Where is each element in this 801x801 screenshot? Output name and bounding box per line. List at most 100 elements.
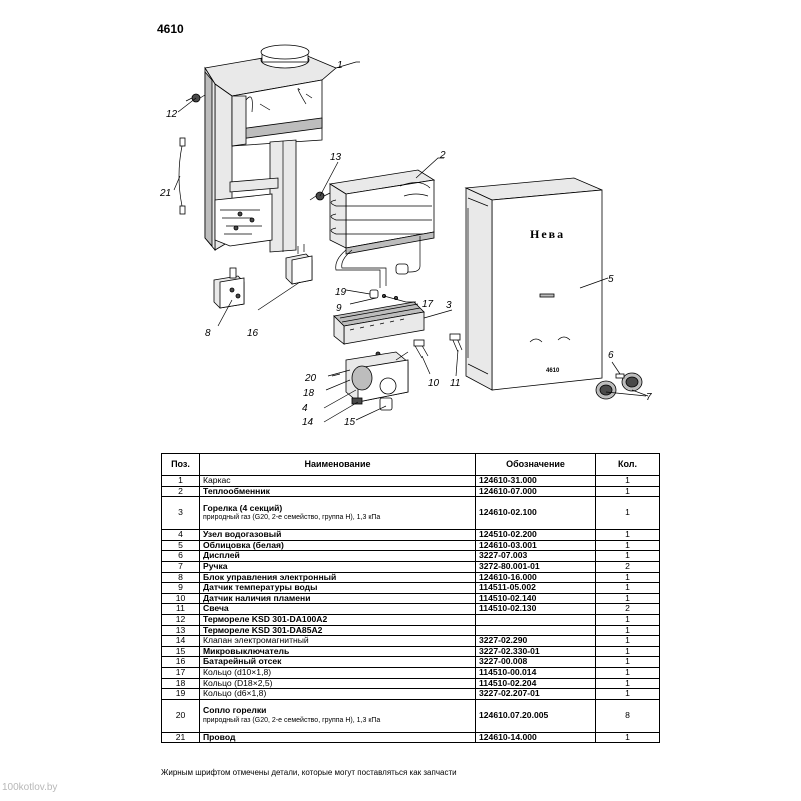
cell-code: 124610-03.001 (475, 539, 596, 552)
callout-14: 14 (302, 417, 314, 428)
cell-pos: 9 (161, 582, 200, 594)
cell-code (475, 613, 596, 626)
cell-name: Горелка (4 секций)природный газ (G20, 2-… (199, 496, 476, 531)
cell-pos: 18 (161, 677, 200, 690)
cell-qty: 1 (595, 656, 660, 668)
part-name: Свеча (203, 603, 229, 614)
cell-pos: 4 (161, 529, 200, 541)
cell-pos: 19 (161, 688, 200, 700)
cell-code (475, 624, 596, 637)
cell-pos: 8 (161, 571, 200, 584)
callout-21: 21 (159, 188, 171, 199)
cell-qty: 1 (595, 613, 660, 626)
cell-qty: 2 (595, 560, 660, 573)
callout-5: 5 (608, 274, 614, 285)
callout-labels: 1 2 3 4 5 6 7 8 9 10 11 12 13 14 15 16 1… (159, 60, 652, 428)
part-name: Теплообменник (203, 486, 270, 496)
cell-name: Кольцо (d10×1,8) (199, 666, 476, 679)
cell-code: 3227-02.330-01 (475, 645, 596, 658)
cell-pos: 13 (161, 624, 200, 637)
callout-13: 13 (330, 152, 342, 163)
cell-code: 3227-02.290 (475, 635, 596, 647)
cell-pos: 7 (161, 560, 200, 573)
cell-qty: 1 (595, 731, 660, 744)
cell-pos: 10 (161, 592, 200, 605)
wire-21 (178, 137, 186, 215)
cell-qty: 2 (595, 603, 660, 615)
cell-name: Термореле KSD 301-DA100A2 (199, 613, 476, 626)
callout-7: 7 (646, 392, 652, 403)
cell-name: Кольцо (D18×2,5) (199, 677, 476, 690)
control-unit-8 (213, 267, 245, 309)
part-name: Датчик температуры воды (203, 582, 318, 593)
cell-qty: 1 (595, 582, 660, 594)
callout-9: 9 (336, 303, 342, 314)
cell-name: Датчик наличия пламени (199, 592, 476, 605)
display-and-knobs (595, 372, 643, 400)
part-name: Облицовка (белая) (203, 540, 284, 550)
part-name: Сопло горелки (203, 705, 267, 716)
callout-12: 12 (166, 109, 178, 120)
cell-pos: 2 (161, 485, 200, 498)
header-name: Наименование (199, 453, 476, 476)
part-name: Термореле KSD 301-DA85A2 (203, 625, 323, 635)
part-name-note: природный газ (G20, 2-е семейство, групп… (203, 716, 381, 724)
cell-name: Клапан электромагнитный (199, 635, 476, 647)
cell-name: Дисплей (199, 550, 476, 562)
frame-part (204, 44, 337, 253)
cell-qty: 1 (595, 688, 660, 700)
part-name: Датчик наличия пламени (203, 593, 311, 603)
cell-pos: 15 (161, 645, 200, 658)
exploded-view-diagram: Нева 4610 1 2 (159, 44, 652, 428)
leader-lines (173, 61, 649, 423)
callout-3: 3 (446, 300, 452, 311)
callout-17: 17 (422, 299, 434, 310)
cell-name: Микровыключатель (199, 645, 476, 658)
cell-name: Облицовка (белая) (199, 539, 476, 552)
cell-qty: 1 (595, 677, 660, 690)
cell-code: 124510-02.200 (475, 529, 596, 541)
panel-model-label: 4610 (546, 368, 560, 374)
model-number: 4610 (157, 22, 184, 36)
cell-code: 124610-31.000 (475, 475, 596, 487)
cell-pos: 12 (161, 613, 200, 626)
callout-2: 2 (439, 150, 446, 161)
part-name: Кольцо (D18×2,5) (203, 678, 273, 688)
cell-qty: 1 (595, 539, 660, 552)
callout-1: 1 (337, 60, 343, 71)
cell-qty: 1 (595, 624, 660, 637)
cell-code: 3227-07.003 (475, 550, 596, 562)
cell-pos: 3 (161, 496, 200, 531)
cell-code: 124610-02.100 (475, 496, 596, 531)
cell-pos: 14 (161, 635, 200, 647)
cell-code: 114511-05.002 (475, 582, 596, 594)
callout-20: 20 (304, 373, 317, 384)
cell-qty: 1 (595, 645, 660, 658)
callout-15: 15 (344, 417, 356, 428)
cell-qty: 1 (595, 496, 660, 531)
cell-qty: 1 (595, 475, 660, 487)
cell-code: 3272-80.001-01 (475, 560, 596, 573)
watermark: 100kotlov.by (2, 782, 58, 793)
cell-qty: 1 (595, 666, 660, 679)
cell-name: Ручка (199, 560, 476, 573)
cell-name: Термореле KSD 301-DA85A2 (199, 624, 476, 637)
callout-18: 18 (303, 388, 315, 399)
part-name: Горелка (4 секций) (203, 502, 283, 513)
cell-qty: 1 (595, 635, 660, 647)
cell-code: 114510-02.140 (475, 592, 596, 605)
